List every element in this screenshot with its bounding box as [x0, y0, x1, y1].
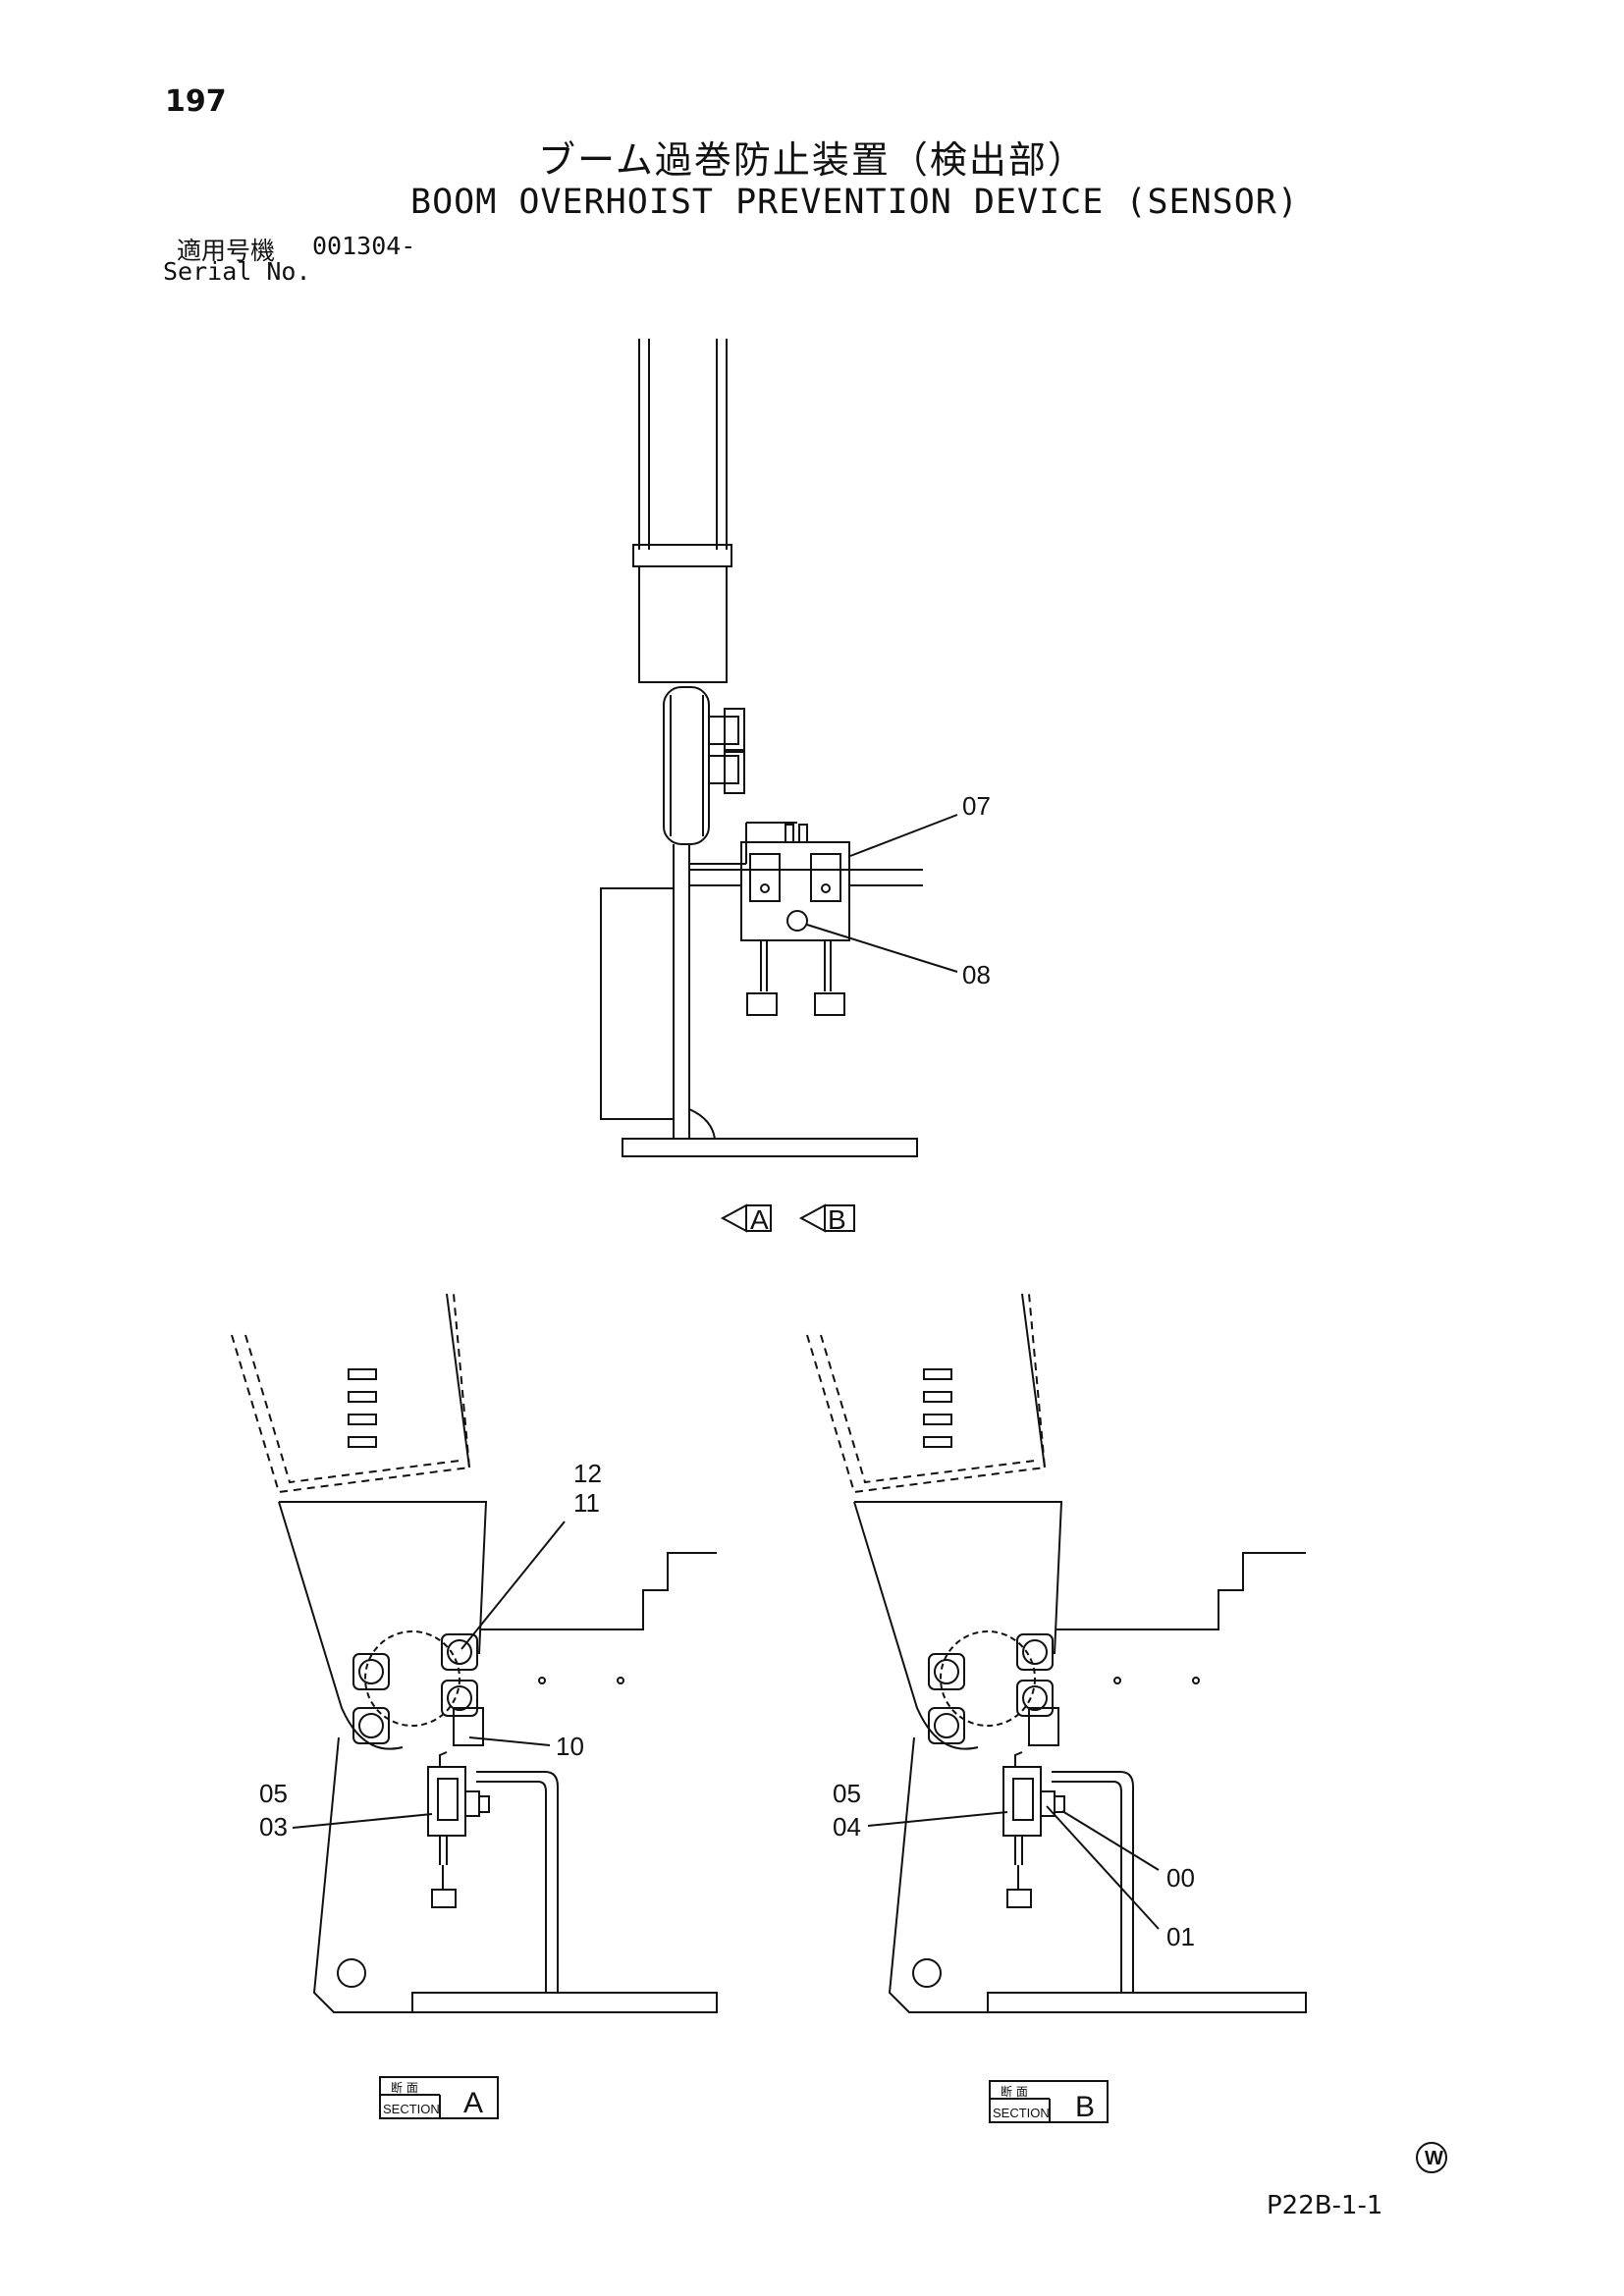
- callout-04: 04: [833, 1812, 861, 1842]
- section-a-view: [231, 1293, 718, 2119]
- section-a-letter: A: [463, 2087, 483, 2119]
- main-view: [600, 339, 958, 1233]
- callout-11: 11: [573, 1488, 600, 1518]
- page-title-jp: ブーム過巻防止装置（検出部）: [538, 138, 1087, 182]
- section-b-view: [806, 1293, 1307, 2123]
- section-b-label-en: SECTION: [993, 2106, 1050, 2120]
- section-b-label-jp: 断 面: [1001, 2084, 1028, 2099]
- callout-00: 00: [1166, 1863, 1195, 1893]
- callout-10: 10: [556, 1732, 584, 1761]
- callout-01: 01: [1166, 1922, 1195, 1951]
- callout-08: 08: [962, 960, 991, 989]
- callout-05-a: 05: [259, 1779, 288, 1808]
- section-a-label-en: SECTION: [383, 2102, 440, 2116]
- serial-label-en: Serial No.: [163, 257, 311, 286]
- callout-07: 07: [962, 791, 991, 821]
- page-number: 197: [165, 84, 227, 119]
- callout-03: 03: [259, 1812, 288, 1842]
- callout-12: 12: [573, 1459, 602, 1488]
- callout-05-b: 05: [833, 1779, 861, 1808]
- serial-label-jp: 適用号機: [177, 237, 276, 265]
- view-arrow-a: A: [750, 1204, 769, 1235]
- w-mark-circle: [1416, 2142, 1447, 2173]
- view-arrow-b: B: [828, 1204, 846, 1235]
- page-code: P22B-1-1: [1267, 2191, 1383, 2220]
- serial-value: 001304-: [312, 232, 416, 260]
- w-mark: W: [1425, 2148, 1443, 2169]
- section-a-label-jp: 断 面: [391, 2080, 418, 2095]
- page-title-en: BOOM OVERHOIST PREVENTION DEVICE (SENSOR…: [410, 183, 1299, 222]
- section-b-letter: B: [1075, 2091, 1095, 2123]
